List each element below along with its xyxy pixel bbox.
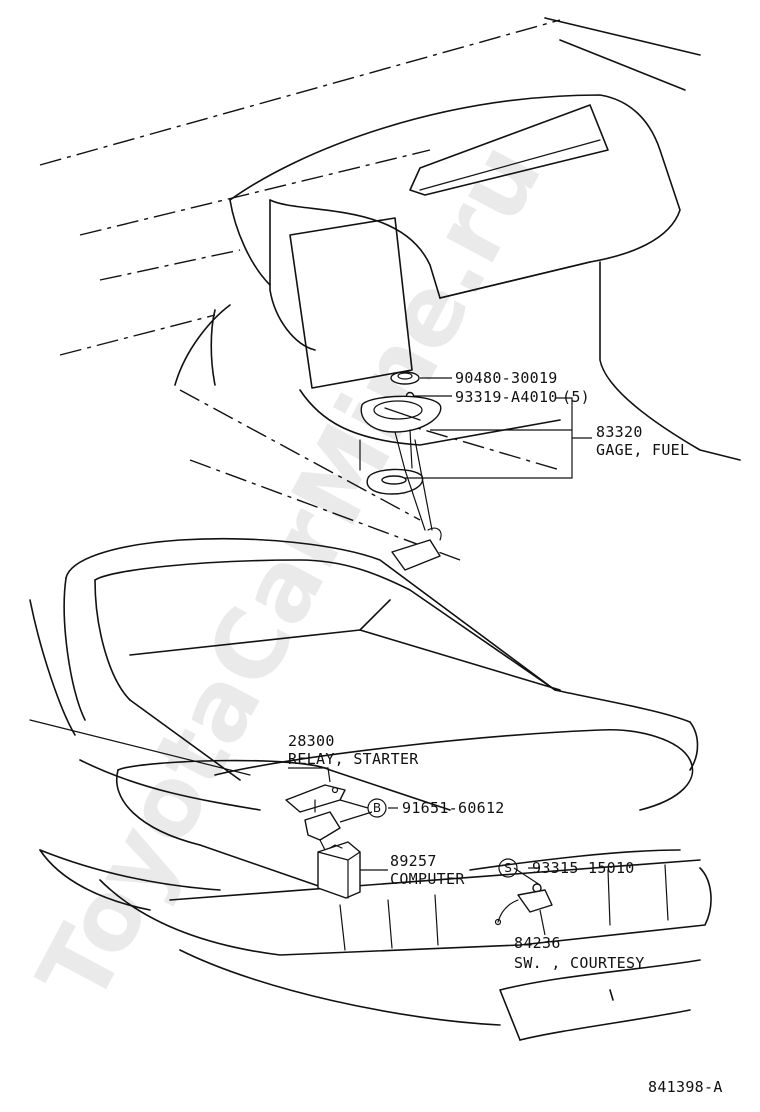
screw-marker-s: S xyxy=(498,858,518,878)
part-number-93315-15010: 93315-15010 xyxy=(532,859,635,877)
part-number-84236: 84236 xyxy=(514,934,561,952)
part-number-28300: 28300 xyxy=(288,732,335,750)
rear-shelf-drawing xyxy=(39,17,741,561)
computer-part xyxy=(317,841,361,899)
marker-letter-b: B xyxy=(373,801,381,815)
part-name-relay-starter: RELAY, STARTER xyxy=(288,750,419,768)
part-number-89257: 89257 xyxy=(390,852,437,870)
part-number-83320: 83320 xyxy=(596,423,643,441)
part-number-91651-60612: 91651-60612 xyxy=(402,799,505,817)
part-qty-93319-a4010: (5) xyxy=(562,388,590,406)
part-name-sw-courtesy: SW. , COURTESY xyxy=(514,954,645,972)
watermark: ToyotaCarMine.ru xyxy=(16,125,563,1020)
courtesy-switch-part xyxy=(494,883,553,926)
part-name-computer: COMPUTER xyxy=(390,870,465,888)
trunk-drawing xyxy=(29,537,712,1041)
relay-starter-part xyxy=(285,784,346,851)
fuel-gage-assembly xyxy=(359,371,442,571)
marker-letter-s: S xyxy=(504,861,512,875)
part-name-gage-fuel: GAGE, FUEL xyxy=(596,441,689,459)
bolt-marker-b: B xyxy=(367,798,387,818)
part-number-90480-30019: 90480-30019 xyxy=(455,369,558,387)
part-number-93319-a4010: 93319-A4010 xyxy=(455,388,558,406)
diagram-id: 841398-A xyxy=(648,1078,723,1096)
leader-lines xyxy=(288,377,592,936)
